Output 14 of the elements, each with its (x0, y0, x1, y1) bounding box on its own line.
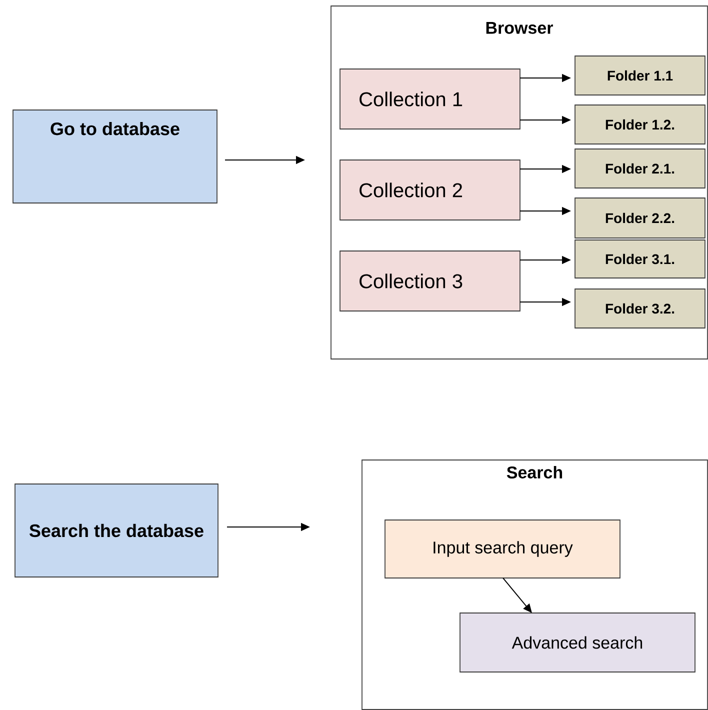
collection-box: Collection 2 (340, 160, 520, 220)
collection-box: Collection 1 (340, 68, 520, 130)
option-box: Advanced search (460, 612, 696, 672)
input-box: Input search query (384, 520, 620, 578)
folder-box: Folder 1.1 (574, 56, 706, 96)
folder-box: Folder 3.2. (574, 288, 706, 328)
folder-box: Folder 2.2. (574, 198, 706, 238)
folder-box: Folder 3.1. (574, 240, 706, 278)
arrow (502, 578, 532, 613)
folder-box: Folder 1.2. (574, 104, 706, 144)
process-box: Go to database (12, 110, 218, 204)
process-box: Search the database (14, 484, 218, 578)
collection-box: Collection 3 (340, 250, 520, 312)
folder-box: Folder 2.1. (574, 148, 706, 188)
